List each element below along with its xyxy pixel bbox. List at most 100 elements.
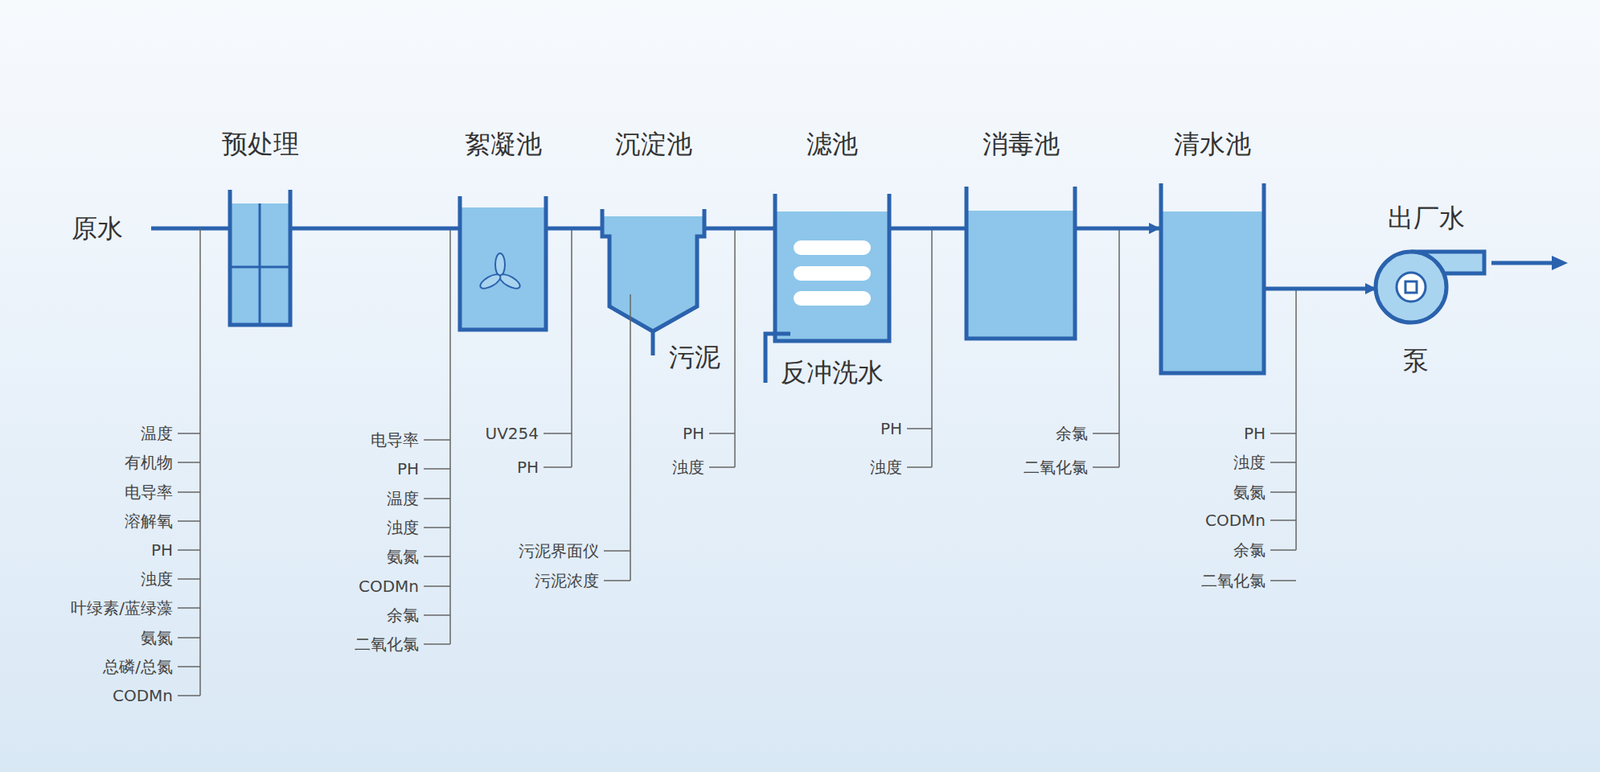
tank-wall — [775, 193, 890, 341]
outlet-water-label: 出厂水 — [1387, 202, 1465, 234]
sensor-label: 余氯 — [1233, 540, 1266, 560]
water-fill — [775, 211, 890, 341]
sensor-tick — [177, 578, 201, 580]
pipe-connector — [1265, 287, 1376, 292]
process-label: 污泥 — [668, 341, 721, 373]
sensor-tick — [177, 491, 201, 493]
tank-wall — [1161, 183, 1264, 374]
sensor-label: 氨氮 — [140, 627, 173, 648]
sensor-label: 余氯 — [386, 605, 419, 625]
sensor-tick — [603, 549, 631, 552]
sensor-label: 浊度 — [386, 517, 419, 538]
sensor-label: 电导率 — [124, 482, 173, 502]
process-label: 反冲洗水 — [780, 356, 884, 388]
sensor-label: 余氯 — [1055, 423, 1088, 444]
pump-node: 出厂水泵 — [1375, 202, 1489, 376]
sensor-label: CODMn — [1205, 510, 1266, 530]
sensor-tick — [1270, 461, 1297, 464]
water-fill — [1161, 211, 1264, 374]
sensor-label: 浊度 — [869, 457, 903, 477]
tank-node: 沉淀池 — [602, 128, 705, 332]
sensor-label: 二氧化氯 — [1201, 570, 1266, 591]
tank-node: 预处理 — [228, 128, 292, 327]
sensor-tick — [709, 466, 735, 468]
sensor-tick — [1270, 491, 1297, 493]
sensor-leader — [449, 228, 452, 645]
sludge-pipe — [651, 329, 656, 356]
sensor-leader — [629, 294, 632, 581]
sensor-label: 有机物 — [124, 452, 173, 472]
pump-body — [1375, 251, 1447, 323]
sensor-label: 浊度 — [140, 569, 173, 589]
sensor-tick — [1270, 519, 1297, 522]
sensor-label: PH — [1243, 423, 1266, 444]
tank-node: 清水池 — [1159, 128, 1266, 375]
sensor-leader — [570, 228, 573, 468]
sensor-tick — [709, 432, 735, 435]
pipe-connector — [547, 226, 603, 231]
sensor-label: PH — [151, 540, 173, 560]
tank-heading: 预处理 — [221, 128, 300, 160]
sensor-label: 浊度 — [672, 457, 705, 477]
sensor-tick — [177, 432, 201, 435]
tank-heading: 滤池 — [806, 128, 858, 160]
tank-heading: 絮凝池 — [464, 128, 542, 160]
sensor-tick — [1092, 432, 1120, 435]
sensor-label: 温度 — [140, 423, 173, 444]
tank-heading: 清水池 — [1173, 128, 1252, 160]
sensor-label: CODMn — [112, 685, 173, 706]
water-fill — [459, 207, 546, 330]
sensor-label: UV254 — [485, 423, 540, 444]
inlet-pipe — [151, 226, 229, 231]
sensor-tick — [423, 585, 451, 587]
tank-wall — [229, 189, 291, 325]
sensor-tick — [423, 614, 451, 616]
sensor-tick — [603, 579, 631, 582]
sensor-tick — [423, 555, 451, 558]
sensor-label: 总磷/总氮 — [102, 656, 173, 677]
sensor-tick — [543, 466, 572, 468]
sensor-label: 二氧化氯 — [1023, 457, 1088, 477]
sensor-tick — [1092, 466, 1120, 468]
outlet-arrowhead — [1551, 255, 1568, 271]
sensor-tick — [1270, 432, 1297, 435]
screen-grid — [258, 203, 262, 325]
sensor-leader — [734, 228, 736, 468]
sensor-tick — [177, 665, 201, 668]
filter-media — [793, 240, 871, 306]
sensor-label: PH — [397, 459, 419, 479]
tank-wall — [966, 186, 1075, 339]
tank-heading: 沉淀池 — [615, 128, 693, 160]
pipe-connector — [890, 226, 965, 231]
sensor-tick — [423, 438, 451, 441]
sensor-label: 二氧化氯 — [354, 634, 419, 654]
sensor-label: 温度 — [386, 488, 419, 509]
sensor-tick — [423, 643, 451, 645]
tank-wall — [602, 209, 705, 332]
pipe-connector — [1076, 226, 1160, 231]
sensor-label: PH — [682, 423, 705, 444]
sensor-label: PH — [880, 418, 903, 439]
sensor-tick — [1270, 579, 1297, 582]
pipe-connector — [704, 226, 774, 231]
sensor-tick — [177, 636, 201, 639]
sensor-tick — [177, 520, 201, 522]
sensor-label: 氨氮 — [386, 546, 419, 567]
sensor-tick — [177, 461, 201, 464]
sensor-label: PH — [516, 457, 539, 477]
pump-shaft — [1405, 281, 1417, 293]
sensor-tick — [543, 432, 572, 435]
sensor-label: 浊度 — [1233, 452, 1266, 472]
sensor-leader — [931, 228, 933, 468]
sensor-tick — [423, 526, 451, 529]
screen-grid — [229, 266, 291, 269]
sensor-tick — [177, 607, 201, 609]
tank-node: 消毒池 — [964, 128, 1077, 341]
sensor-tick — [906, 466, 932, 468]
water-fill — [229, 203, 291, 325]
pump-label: 泵 — [1403, 344, 1429, 376]
sensor-label: 氨氮 — [1233, 482, 1266, 502]
sensor-tick — [423, 467, 451, 470]
sensor-tick — [423, 497, 451, 500]
sensor-label: 污泥浓度 — [534, 570, 599, 591]
